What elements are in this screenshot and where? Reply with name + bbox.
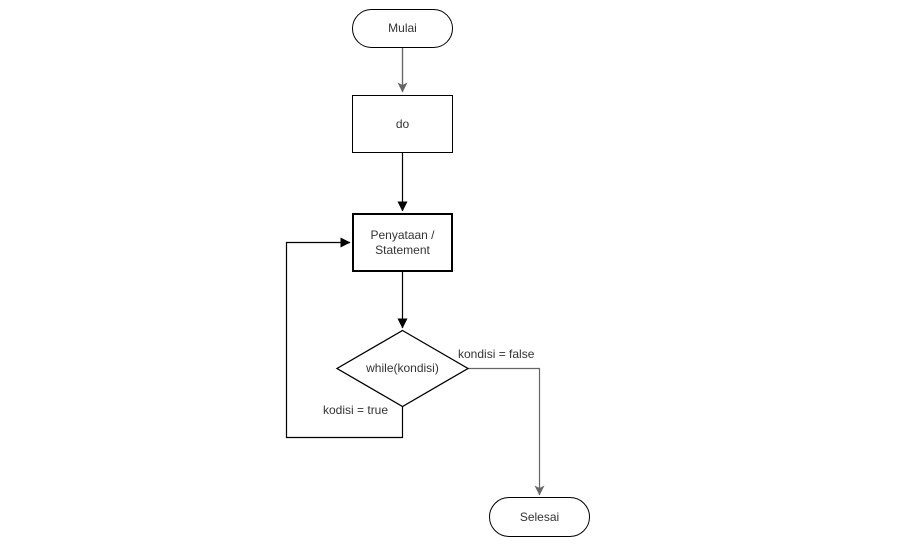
edge-label-true: kodisi = true [323, 403, 389, 417]
decision-diamond-shape [335, 329, 470, 408]
node-start: Mulai [352, 9, 453, 48]
edge-false-branch [468, 367, 545, 496]
node-end: Selesai [489, 497, 590, 537]
node-do: do [352, 95, 453, 153]
edge-label-false: kondisi = false [458, 347, 535, 361]
node-end-label: Selesai [519, 509, 560, 524]
edge-true-loop [285, 237, 404, 439]
node-start-label: Mulai [388, 21, 417, 35]
node-do-label: do [395, 116, 410, 131]
node-decision-label: while(kondisi) [366, 361, 439, 375]
node-statement: Penyataan / Statement [352, 213, 453, 272]
node-decision: while(kondisi) [347, 352, 458, 384]
node-statement-label: Penyataan / Statement [370, 227, 435, 257]
